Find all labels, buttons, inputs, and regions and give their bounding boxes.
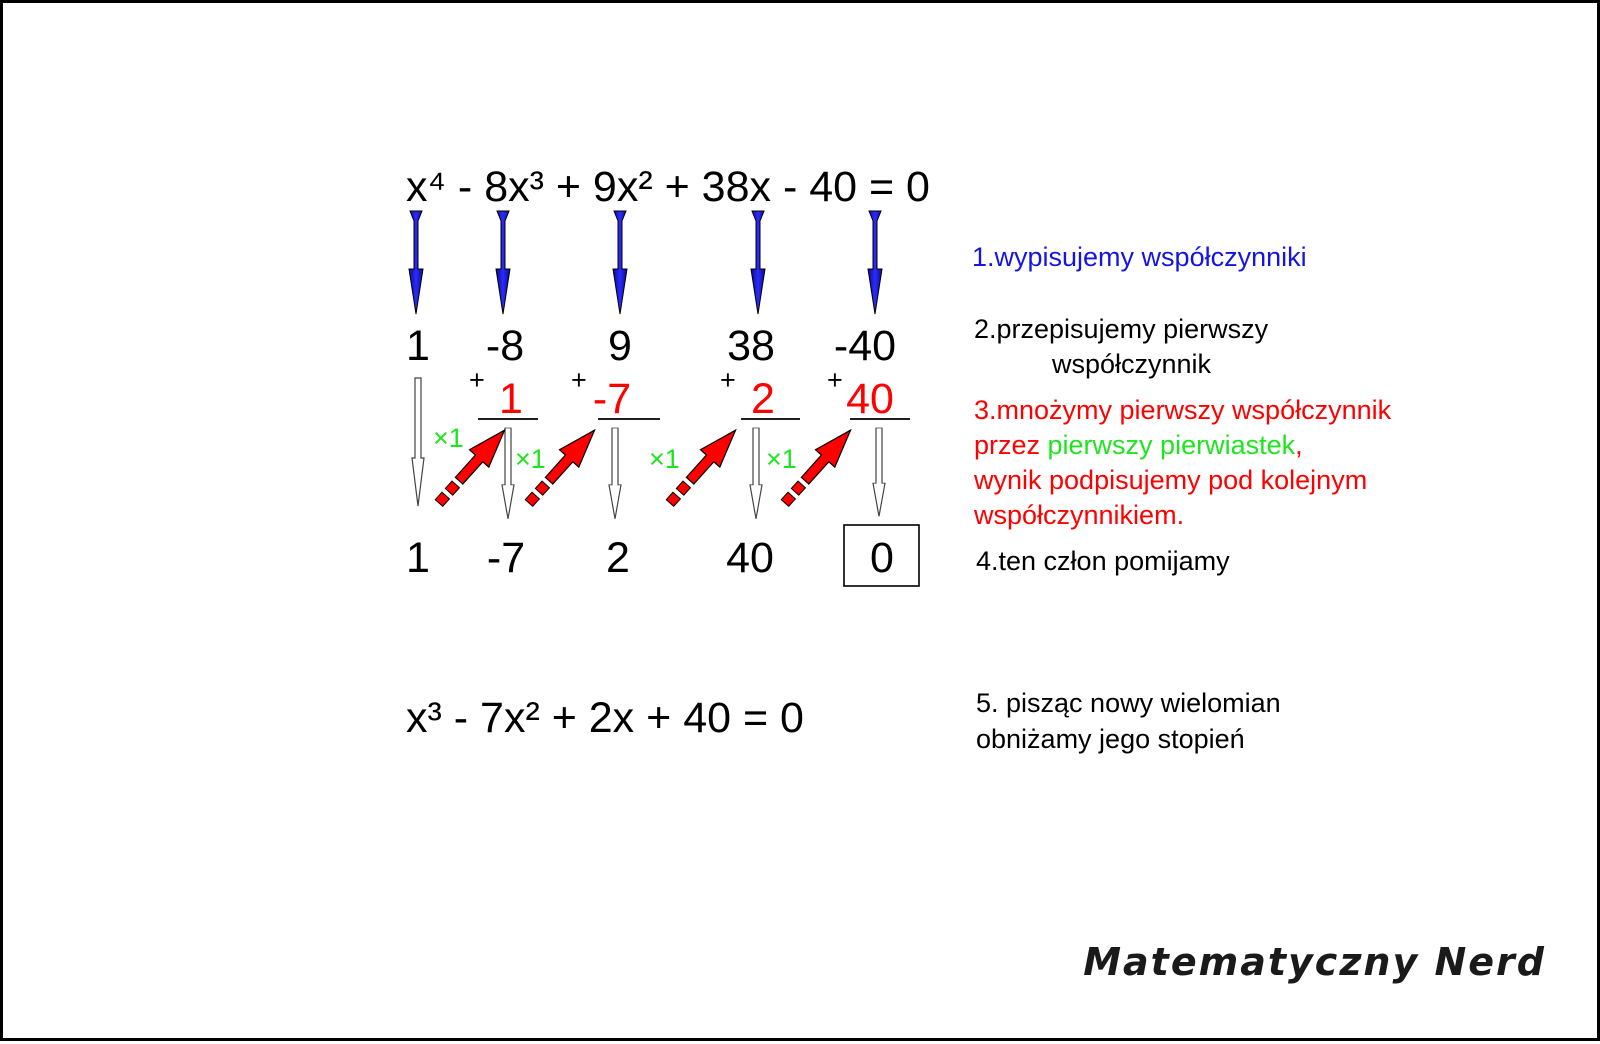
plus-sign: + (720, 365, 736, 395)
multiplier-label: ×1 (766, 444, 797, 474)
step-5-note-line1: 5. pisząc nowy wielomian (976, 688, 1281, 718)
coefficient: 9 (608, 322, 632, 370)
arrow-down-outline-icon (411, 377, 425, 507)
arrow-down-outline-icon (501, 427, 515, 520)
step-3-note-line1: 3.mnożymy pierwszy współczynnik (974, 395, 1392, 425)
step-3-note-line2: przez pierwszy pierwiastek, (974, 430, 1303, 460)
result-value: -7 (487, 534, 525, 582)
multiplier-label: ×1 (433, 423, 464, 453)
plus-sign: + (469, 365, 485, 395)
arrow-down-icon (750, 210, 766, 315)
result-value: 40 (726, 534, 774, 582)
multiplier-label: ×1 (515, 444, 546, 474)
step-4-note: 4.ten człon pomijamy (976, 546, 1230, 576)
arrow-down-icon (495, 210, 511, 315)
result-value: 1 (406, 534, 430, 582)
product-value: 1 (499, 375, 523, 423)
remainder-box (843, 524, 920, 587)
arrow-down-outline-icon (872, 427, 886, 517)
arrow-down-icon (867, 210, 883, 315)
step-5-note-line2: obniżamy jego stopień (976, 724, 1245, 754)
products-row: 1 -7 2 40 (499, 375, 894, 423)
arrow-down-icon (612, 210, 628, 315)
arrow-down-outline-icon (608, 427, 622, 520)
coefficient: -8 (486, 322, 524, 370)
product-value: 40 (846, 375, 894, 423)
product-value: 2 (751, 375, 775, 423)
results-row: 1 -7 2 40 (406, 534, 774, 582)
multiplier-label: ×1 (649, 444, 680, 474)
brand-logo: Matematyczny Nerd (1083, 940, 1546, 984)
step-2-note-line1: 2.przepisujemy pierwszy (974, 314, 1269, 344)
coefficients-row: 1 -8 9 38 -40 (406, 322, 896, 370)
step-3-comma: , (1295, 430, 1303, 460)
coefficient: 1 (406, 322, 430, 370)
plus-sign: + (571, 365, 587, 395)
arrow-down-outline-icon (749, 427, 763, 520)
remainder-value: 0 (870, 534, 894, 582)
arrow-down-icon (408, 210, 424, 315)
equation-bottom: x³ - 7x² + 2x + 40 = 0 (406, 694, 804, 742)
step-1-note: 1.wypisujemy współczynniki (972, 242, 1307, 272)
result-value: 2 (606, 534, 630, 582)
step-3-text: przez (974, 430, 1048, 460)
step-3-note-line4: współczynnikiem. (973, 500, 1184, 530)
plus-sign: + (827, 365, 843, 395)
synthetic-division-diagram: x⁴ - 8x³ + 9x² + 38x - 40 = 0 1 -8 9 38 … (406, 163, 1546, 984)
equation-top: x⁴ - 8x³ + 9x² + 38x - 40 = 0 (406, 163, 930, 211)
product-value: -7 (593, 375, 631, 423)
first-root-highlight: pierwszy pierwiastek (1048, 430, 1296, 460)
step-3-note-line3: wynik podpisujemy pod kolejnym (973, 465, 1367, 495)
step-2-note-line2: współczynnik (1051, 349, 1212, 379)
coefficient: 38 (727, 322, 775, 370)
coefficient: -40 (834, 322, 896, 370)
